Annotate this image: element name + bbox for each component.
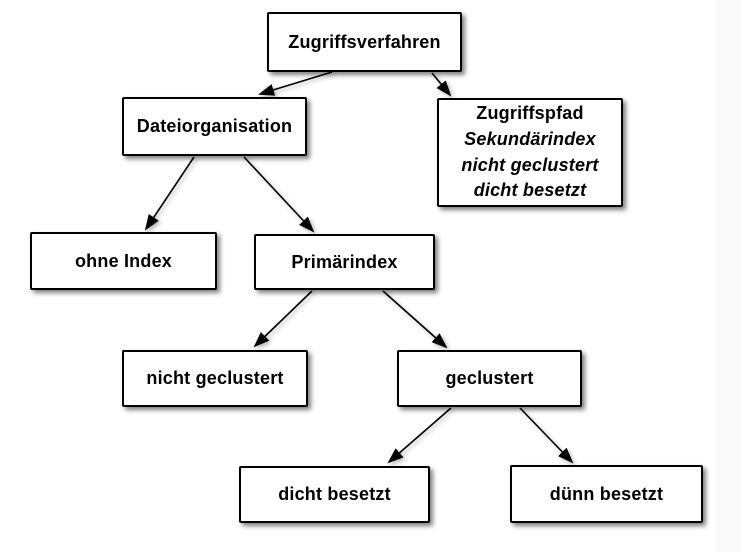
node-primaerindex: Primärindex bbox=[254, 234, 435, 290]
node-dateiorganisation-label: Dateiorganisation bbox=[136, 116, 293, 136]
node-dicht-besetzt: dicht besetzt bbox=[239, 466, 430, 523]
node-zugriffspfad: Zugriffspfad Sekundärindex nicht geclust… bbox=[437, 98, 623, 207]
edge-zugriffsverfahren-dateiorganisation bbox=[258, 71, 333, 96]
node-geclustert: geclustert bbox=[397, 350, 582, 407]
edge-dateiorganisation-primaerindex bbox=[243, 156, 315, 233]
node-zugriffsverfahren-label: Zugriffsverfahren bbox=[288, 31, 441, 52]
node-duenn-besetzt: dünn besetzt bbox=[510, 465, 703, 523]
edge-geclustert-duenn-besetzt bbox=[519, 407, 574, 464]
node-nicht-geclustert-label: nicht geclustert bbox=[146, 368, 284, 388]
node-duenn-besetzt-label: dünn besetzt bbox=[549, 483, 664, 504]
node-dicht-besetzt-label: dicht besetzt bbox=[278, 484, 391, 504]
node-geclustert-label: geclustert bbox=[445, 368, 534, 388]
edge-primaerindex-geclustert bbox=[382, 290, 448, 349]
node-zugriffspfad-line-sekundaerindex: Sekundärindex bbox=[464, 128, 596, 149]
node-zugriffspfad-line-dicht-besetzt: dicht besetzt bbox=[473, 180, 587, 201]
edge-zugriffsverfahren-zugriffspfad bbox=[431, 72, 452, 97]
node-dateiorganisation: Dateiorganisation bbox=[122, 97, 307, 156]
edge-dateiorganisation-ohne-index bbox=[144, 156, 195, 231]
node-zugriffspfad-title: Zugriffspfad bbox=[476, 103, 584, 124]
right-margin-strip bbox=[716, 0, 741, 552]
node-zugriffsverfahren: Zugriffsverfahren bbox=[267, 12, 462, 72]
node-zugriffspfad-line-nicht-geclustert: nicht geclustert bbox=[461, 154, 599, 175]
edge-geclustert-dicht-besetzt bbox=[387, 407, 452, 464]
node-ohne-index: ohne Index bbox=[30, 232, 217, 290]
edge-primaerindex-nicht-geclustert bbox=[253, 290, 313, 348]
node-nicht-geclustert: nicht geclustert bbox=[122, 350, 308, 407]
node-ohne-index-label: ohne Index bbox=[74, 250, 172, 271]
node-primaerindex-label: Primärindex bbox=[291, 251, 398, 272]
